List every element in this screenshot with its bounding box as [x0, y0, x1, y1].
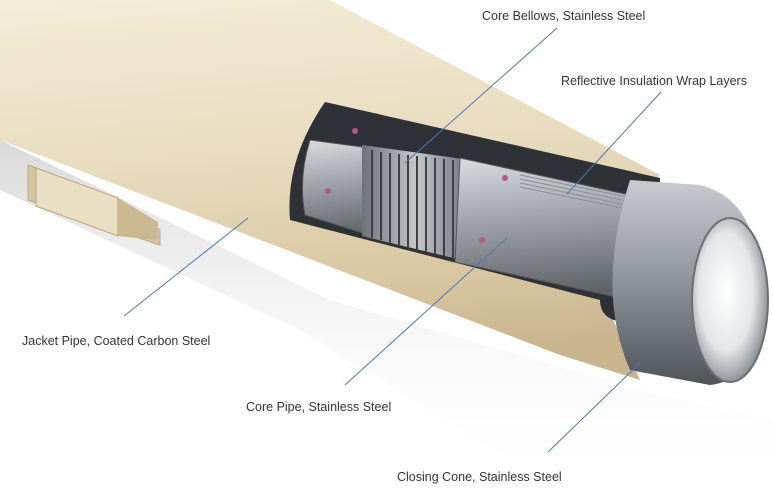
ground-shadow [0, 140, 773, 491]
leader-line-cone [547, 362, 641, 453]
leader-line-jacket [123, 217, 249, 317]
label-core-pipe: Core Pipe, Stainless Steel [246, 400, 392, 414]
label-closing-cone: Closing Cone, Stainless Steel [397, 470, 562, 484]
leader-line-bellows [404, 27, 558, 164]
label-reflective-insulation: Reflective Insulation Wrap Layers [561, 74, 747, 88]
support-bracket [27, 164, 161, 246]
leader-lines [123, 27, 662, 453]
label-core-bellows: Core Bellows, Stainless Steel [482, 9, 646, 23]
leader-line-reflective [566, 91, 662, 195]
fasteners [325, 128, 508, 243]
cone-mouth [691, 217, 769, 383]
label-jacket-pipe: Jacket Pipe, Coated Carbon Steel [22, 334, 211, 348]
core-bellows [362, 145, 470, 262]
leader-line-core-pipe [344, 237, 508, 386]
reflective-insulation-layers [519, 174, 633, 211]
